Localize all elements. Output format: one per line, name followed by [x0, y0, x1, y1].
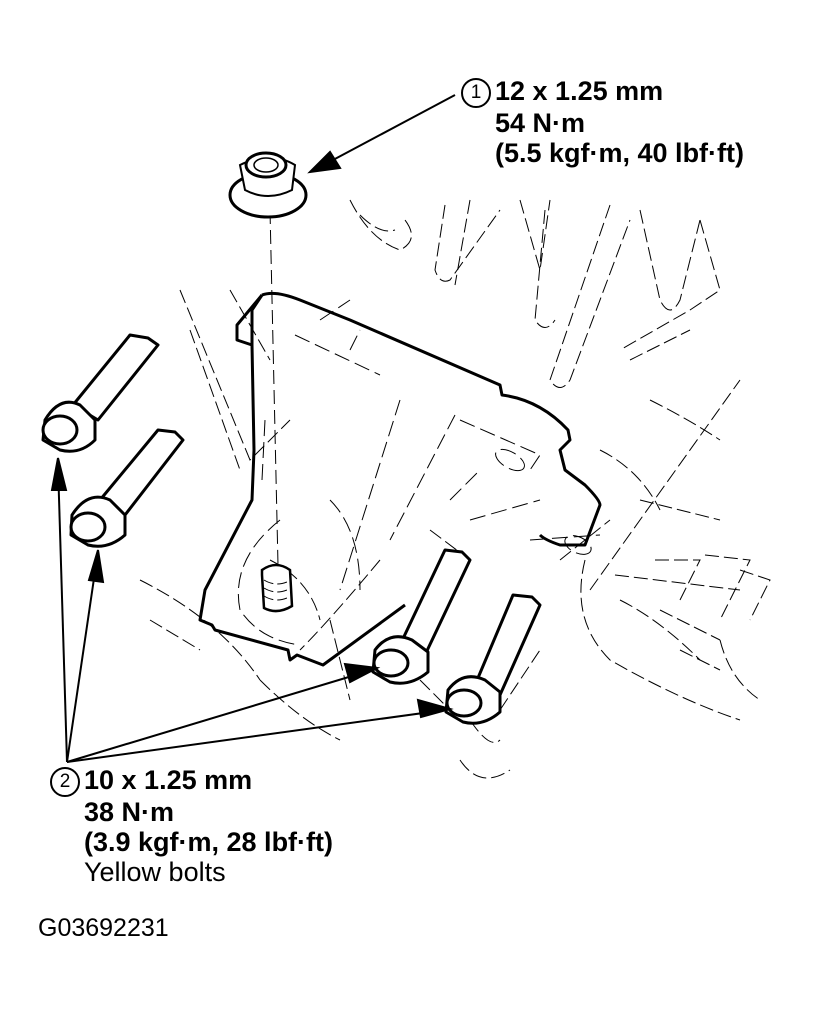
background-engine-sketch	[139, 199, 771, 779]
flange-bolt-right	[444, 593, 542, 725]
callout-2-note: Yellow bolts	[84, 857, 226, 888]
callout-1-torque-nm: 54 N·m	[495, 108, 586, 138]
flange-bolts	[41, 333, 542, 725]
leader-arrows	[50, 94, 456, 763]
flange-bolt-upper-left	[41, 333, 160, 453]
flange-bolt-lower-left	[69, 428, 185, 548]
bracket-detail-lines	[237, 299, 601, 646]
nut-alignment-line	[269, 209, 279, 566]
callout-1-torque-alt: (5.5 kgf·m, 40 lbf·ft)	[495, 138, 745, 169]
flange-nut	[228, 151, 308, 219]
callout-2-torque-alt: (3.9 kgf·m, 28 lbf·ft)	[84, 827, 334, 858]
mount-bracket	[198, 291, 602, 667]
flange-bolt-center	[371, 548, 472, 685]
figure-id: G03692231	[38, 914, 169, 942]
callout-number-2: 2	[50, 767, 80, 797]
callout-number-1: 1	[461, 78, 491, 108]
stud-bolt	[260, 563, 294, 613]
callout-2-torque-nm: 38 N·m	[84, 797, 175, 827]
